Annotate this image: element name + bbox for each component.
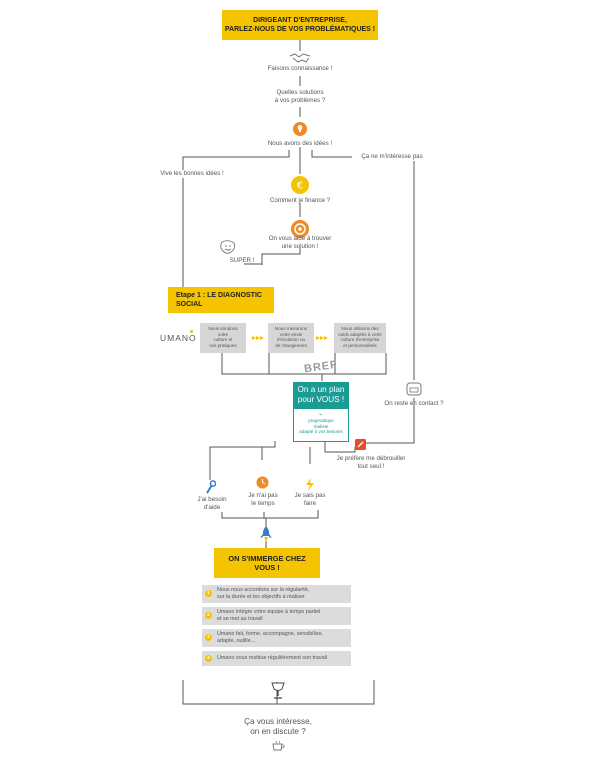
diag2-line: d'évolution ou — [276, 337, 306, 343]
footer-line-1: Ça vous intéresse, — [244, 717, 312, 726]
need-line: faire — [303, 499, 317, 507]
debrouiller-line-1: Je préfère me débrouiller — [336, 455, 406, 462]
footer-line-2: on en discute ? — [250, 727, 306, 736]
diag2-line: de changement — [275, 342, 307, 348]
finance-text: Comment je finance ? — [269, 197, 331, 204]
pencil-icon — [355, 439, 366, 450]
trophy-icon — [271, 682, 285, 699]
step-number: 4 — [205, 655, 212, 662]
diagnostic-box-1: Nous sondons votre culture et vos pratiq… — [200, 323, 246, 353]
phone-icon — [406, 382, 422, 396]
solutions-text: Quelles solutions à vos problèmes ? — [240, 89, 360, 104]
etape-line-1: Etape 1 : LE DIAGNOSTIC — [176, 292, 262, 299]
step-2: 2 Umano intègre votre équipe à temps par… — [202, 607, 351, 625]
need-line: Je sais pas — [294, 492, 326, 499]
plan-bullet: réaliste — [313, 423, 329, 429]
diag1-line: Nous sondons — [208, 326, 238, 331]
gear-icon — [291, 220, 309, 238]
idees-text: Nous avons des idées ! — [267, 140, 333, 147]
plan-box: On a un plan pour VOUS ! — [293, 382, 349, 408]
need-faire-text: Je sais pas faire — [290, 492, 330, 507]
immerge-box: ON S'IMMERGE CHEZ VOUS ! — [214, 548, 320, 578]
wrench-icon — [206, 480, 216, 494]
contact-text: On reste en contact ? — [384, 400, 444, 407]
diag1-line: culture et — [213, 337, 233, 343]
rocket-icon — [260, 526, 272, 542]
lightbulb-icon — [293, 122, 307, 136]
header-line-1: DIRIGEANT D'ENTREPRISE, — [253, 17, 347, 24]
header-box: DIRIGEANT D'ENTREPRISE, PARLEZ-NOUS DE V… — [222, 10, 378, 40]
etape-line-2: SOCIAL — [176, 300, 203, 308]
plan-bullet: pragmatique — [308, 418, 334, 423]
plan-chevron-icon: ⌄ — [318, 411, 324, 417]
step-3: 3 Umano fait, forme, accompagne, sensibi… — [202, 629, 351, 647]
etape-box: Etape 1 : LE DIAGNOSTIC SOCIAL — [168, 287, 274, 313]
umano-logo-dot — [190, 330, 193, 333]
immerge-line-2: VOUS ! — [254, 563, 280, 572]
step-line: Nous nous accordons sur la régularité, — [217, 587, 310, 593]
smiley-icon — [220, 240, 236, 254]
need-line: Je n'ai pas — [248, 492, 278, 499]
step-line: sur la durée et les objectifs à réaliser — [217, 593, 305, 600]
step-number: 3 — [205, 634, 212, 641]
header-line-2: PARLEZ-NOUS DE VOS PROBLÉMATIQUES ! — [224, 26, 376, 33]
handshake-icon — [289, 53, 311, 63]
vive-text: Vive les bonnes idées ! — [152, 170, 232, 178]
need-line: d'aide — [203, 503, 221, 511]
need-line: le temps — [251, 499, 275, 507]
footer-text: Ça vous intéresse, on en discute ? — [200, 717, 356, 737]
need-line: J'ai besoin — [197, 496, 227, 503]
step-number: 2 — [205, 612, 212, 619]
clock-icon — [256, 476, 269, 489]
diag1-line: votre — [217, 331, 229, 337]
diag2-line: Nous mesurons — [274, 326, 308, 331]
solutions-line-1: Quelles solutions — [276, 89, 324, 96]
need-temps-text: Je n'ai pas le temps — [243, 492, 283, 507]
faisons-text: Faisons connaissance ! — [267, 65, 333, 72]
step-line: et se met au travail — [217, 615, 263, 622]
diag3-line: culture d'entreprise — [340, 337, 380, 343]
step-line: Umano vous restitue régulièrement son tr… — [217, 655, 327, 661]
plan-details-frame — [293, 408, 349, 442]
diagnostic-box-2: Nous mesurons votre envie d'évolution ou… — [268, 323, 314, 353]
need-aide-text: J'ai besoin d'aide — [192, 496, 232, 511]
step-4: 4 Umano vous restitue régulièrement son … — [202, 651, 351, 666]
umano-logo: UMANO — [160, 333, 197, 343]
coffee-cup-icon — [272, 740, 285, 751]
super-text: SUPER ! — [229, 257, 255, 264]
diag3-line: Nous utilisons des — [341, 326, 379, 331]
step-1: 1 Nous nous accordons sur la régularité,… — [202, 585, 351, 603]
debrouiller-text: Je préfère me débrouiller tout seul ! — [328, 455, 414, 470]
pas-interesse-text: Ça ne m'intéresse pas — [352, 153, 432, 161]
diag1-line: vos pratiques — [209, 342, 237, 348]
step-line: Umano intègre votre équipe à temps parti… — [217, 609, 321, 615]
diag3-line: et personnalisés — [343, 342, 377, 348]
aide-text: On vous aide à trouver une solution ! — [240, 235, 360, 250]
plan-title-2: pour VOUS ! — [297, 394, 345, 404]
diagnostic-box-3: Nous utilisons des outils adaptés à votr… — [334, 323, 386, 353]
plan-bullets: pragmatique réaliste adapté à vos besoin… — [293, 418, 349, 435]
diag3-line: outils adaptés à votre — [338, 331, 382, 337]
debrouiller-line-2: tout seul ! — [357, 462, 385, 470]
aide-line-1: On vous aide à trouver — [268, 235, 332, 242]
step-number: 1 — [205, 590, 212, 597]
immerge-line-1: ON S'IMMERGE CHEZ — [228, 554, 306, 563]
plan-bullet: adapté à vos besoins — [299, 429, 343, 435]
diag2-line: votre envie — [279, 331, 303, 337]
step-line: adapte, outille... — [217, 637, 256, 644]
solutions-line-2: à vos problèmes ? — [274, 96, 326, 104]
plan-title-1: On a un plan — [297, 385, 345, 394]
finance-icon: € — [291, 176, 309, 194]
step-line: Umano fait, forme, accompagne, sensibili… — [217, 631, 324, 637]
aide-line-2: une solution ! — [281, 242, 319, 250]
svg-text:€: € — [297, 181, 303, 192]
lightning-icon — [306, 478, 314, 491]
